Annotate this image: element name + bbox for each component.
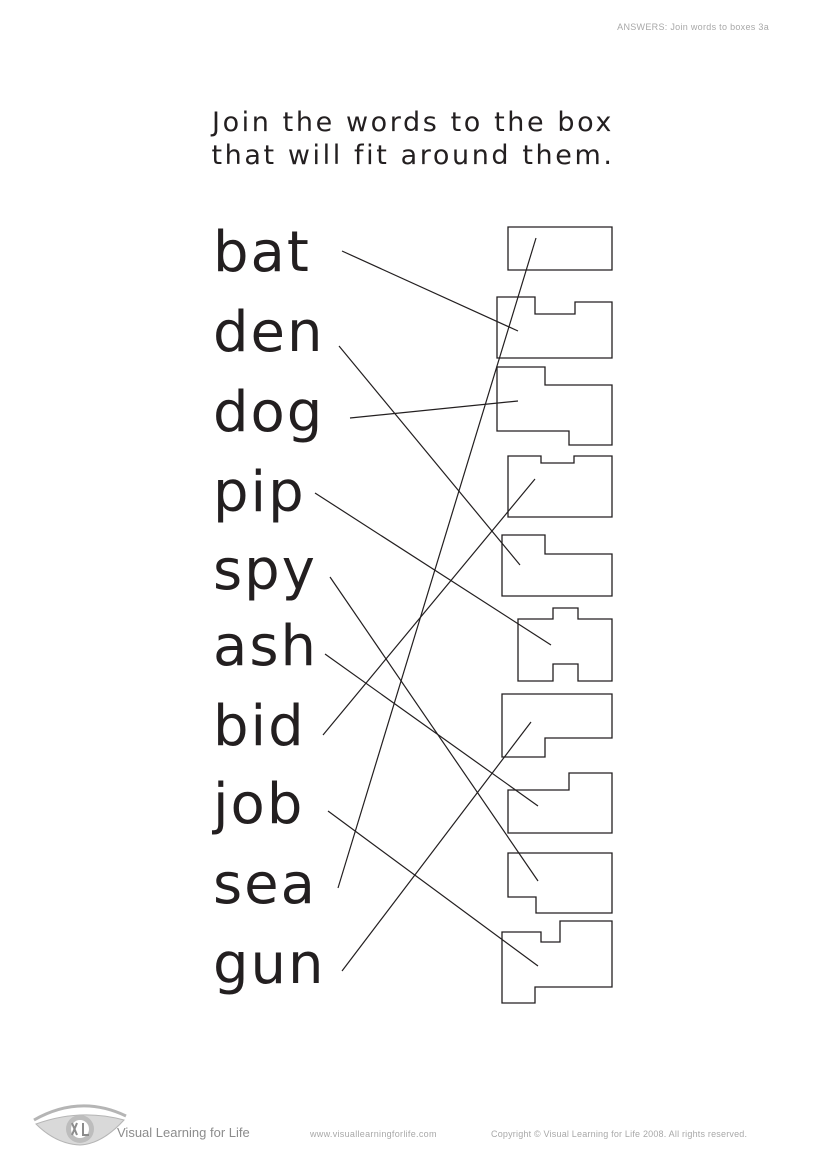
answer-line-den <box>338 345 521 566</box>
shape-box-1 <box>507 226 613 271</box>
answer-line-sea <box>337 237 537 889</box>
word-pip: pip <box>213 460 306 525</box>
answer-line-pip <box>314 492 552 646</box>
word-sea: sea <box>213 852 317 917</box>
answer-line-spy <box>329 576 539 882</box>
word-dog: dog <box>213 380 325 445</box>
shape-box-4 <box>507 455 613 518</box>
instructions-line-1: Join the words to the box <box>212 107 614 138</box>
word-spy: spy <box>213 538 317 603</box>
shape-box-9 <box>507 852 613 914</box>
visual-learning-eye-logo <box>33 1104 127 1146</box>
shape-box-6 <box>517 607 613 682</box>
word-bat: bat <box>213 220 311 285</box>
answer-line-bid <box>322 478 536 736</box>
shape-box-3 <box>496 366 613 446</box>
footer-copyright: Copyright © Visual Learning for Life 200… <box>491 1129 748 1139</box>
word-den: den <box>213 300 325 365</box>
shape-box-8 <box>507 772 613 834</box>
answer-line-gun <box>341 721 532 972</box>
shape-box-10 <box>501 920 613 1004</box>
word-job: job <box>213 772 305 837</box>
instructions-line-2: that will fit around them. <box>211 140 615 171</box>
word-gun: gun <box>213 932 326 997</box>
shape-box-5 <box>501 534 613 597</box>
answer-line-bat <box>341 250 519 332</box>
answer-lines <box>314 237 552 972</box>
shape-boxes <box>496 226 613 1004</box>
word-bid: bid <box>213 694 306 759</box>
instructions: Join the words to the box that will fit … <box>0 106 826 172</box>
shape-box-2 <box>496 296 613 359</box>
answer-sheet-reference: ANSWERS: Join words to boxes 3a <box>617 22 769 32</box>
shape-box-7 <box>501 693 613 758</box>
footer-url[interactable]: www.visuallearningforlife.com <box>310 1129 437 1139</box>
answer-line-ash <box>324 653 539 807</box>
answer-line-job <box>327 810 539 967</box>
word-ash: ash <box>213 614 318 679</box>
answer-line-dog <box>349 400 519 419</box>
footer-brand: Visual Learning for Life <box>117 1125 250 1140</box>
